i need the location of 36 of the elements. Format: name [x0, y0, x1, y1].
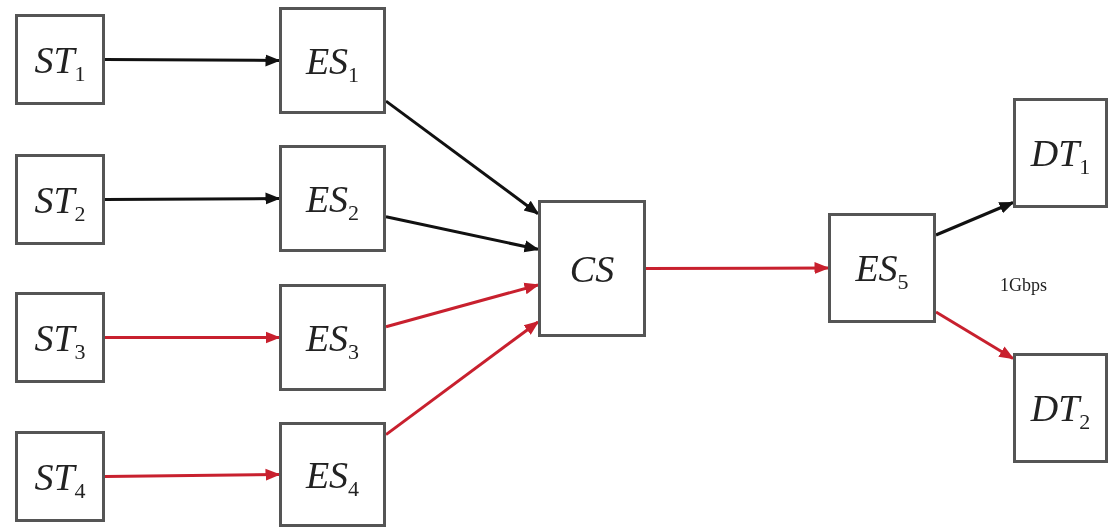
arrow	[385, 282, 540, 329]
arrow	[105, 331, 281, 344]
node-box	[279, 422, 386, 527]
node-box	[279, 7, 386, 114]
arrow	[385, 320, 540, 436]
node-label: ST$_{1}$	[34, 37, 86, 82]
node-label: ST$_{3}$	[34, 315, 86, 360]
arrow	[105, 192, 281, 205]
node-box	[279, 145, 386, 252]
arrow	[935, 310, 1015, 360]
arrow	[646, 262, 830, 275]
arrow	[105, 54, 281, 67]
node-box	[538, 200, 646, 337]
node-label: DT$_{1}$	[1030, 131, 1091, 175]
node-label: CS	[569, 246, 615, 291]
node-box	[15, 292, 105, 383]
node-label: ST$_{4}$	[34, 454, 86, 499]
bandwidth-label: 1Gbps	[1000, 275, 1047, 296]
node-box	[828, 213, 936, 323]
node-box	[279, 284, 386, 391]
node-label: ES$_{3}$	[305, 315, 360, 360]
node-box	[15, 154, 105, 245]
node-label: ES$_{5}$	[855, 246, 909, 290]
node-box	[1013, 353, 1108, 463]
node-box	[15, 431, 105, 522]
node-label: DT$_{2}$	[1030, 386, 1091, 430]
arrow	[385, 99, 540, 215]
node-label: ES$_{4}$	[305, 452, 360, 497]
node-box	[15, 14, 105, 105]
arrow	[385, 215, 540, 253]
arrow	[935, 201, 1015, 237]
node-label: ES$_{1}$	[305, 38, 360, 83]
arrow	[105, 468, 281, 481]
node-label: ST$_{2}$	[34, 177, 86, 222]
node-box	[1013, 98, 1108, 208]
node-label: ES$_{2}$	[305, 176, 360, 221]
